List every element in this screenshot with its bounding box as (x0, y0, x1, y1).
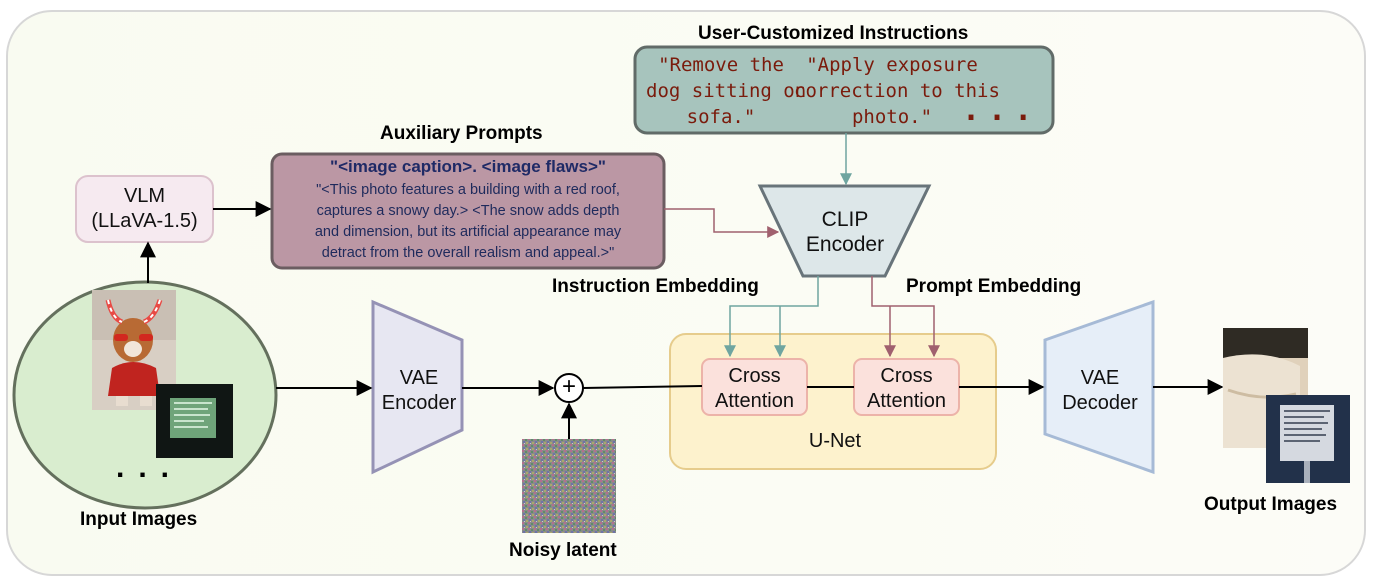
vae-encoder-shape (371, 299, 464, 475)
cross-attention-2-label: Cross Attention (854, 364, 959, 414)
vae-encoder-label: VAE Encoder (375, 366, 463, 416)
vlm-label-line2: (LLaVA-1.5) (91, 210, 198, 232)
unet-label: U-Net (808, 430, 862, 452)
instruction-text-1: "Remove the dog sitting on sofa." (646, 54, 807, 128)
arrow-instruction-embedding (724, 276, 819, 358)
clip-label-line2: Encoder (805, 233, 885, 256)
cross-attention-2-line1: Cross (880, 365, 933, 387)
vae-decoder-shape (1043, 299, 1155, 475)
vae-decoder-line2: Decoder (1062, 392, 1138, 414)
adder-symbol: + (561, 373, 576, 400)
vae-decoder-label: VAE Decoder (1050, 366, 1150, 416)
prompt-embedding-label: Prompt Embedding (906, 276, 1082, 297)
user-instructions-box (633, 45, 1055, 135)
clip-label-line1: CLIP (821, 208, 869, 231)
arrow-prompt-embedding (871, 276, 940, 358)
instruction-text-2: "Apply exposure correction to this photo… (794, 54, 1000, 128)
cross-attention-2-line2: Attention (867, 390, 946, 412)
line-adder-to-unet (582, 385, 703, 389)
prompt-line: and dimension, but its artificial appear… (314, 224, 622, 240)
output-images-label: Output Images (1204, 494, 1338, 515)
vlm-label: VLM (LLaVA-1.5) (76, 184, 213, 234)
user-instructions-title: User-Customized Instructions (698, 23, 969, 44)
input-ellipsis: ... (116, 451, 184, 484)
vae-encoder-line1: VAE (399, 367, 439, 389)
input-image-sign (156, 384, 233, 458)
cross-attention-1-label: Cross Attention (702, 364, 807, 414)
cross-attention-1-line1: Cross (728, 365, 781, 387)
noisy-latent-image (522, 439, 616, 533)
vae-encoder-line2: Encoder (381, 392, 457, 414)
auxiliary-prompt-box (270, 152, 666, 270)
vlm-label-line1: VLM (123, 185, 166, 207)
input-images-label: Input Images (80, 509, 198, 530)
prompt-line: captures a snowy day.> <The snow adds de… (316, 203, 620, 219)
prompt-body: "<This photo features a building with a … (272, 180, 664, 264)
prompt-header: "<image caption>. <image flaws>" (330, 157, 606, 176)
auxiliary-prompts-title: Auxiliary Prompts (380, 123, 543, 144)
clip-label: CLIP Encoder (780, 207, 910, 257)
noisy-latent-label: Noisy latent (509, 540, 617, 561)
vae-decoder-line1: VAE (1080, 367, 1120, 389)
clip-encoder-shape (757, 184, 932, 278)
cross-attention-1-line2: Attention (715, 390, 794, 412)
instruction-ellipsis: ... (962, 93, 1041, 128)
prompt-line: detract from the overall realism and app… (321, 245, 615, 261)
output-image-sign (1266, 395, 1350, 483)
arrow-prompt-to-clip (664, 208, 780, 238)
instruction-embedding-label: Instruction Embedding (552, 276, 759, 297)
input-image-dog (92, 290, 176, 410)
prompt-line: "<This photo features a building with a … (316, 182, 620, 198)
